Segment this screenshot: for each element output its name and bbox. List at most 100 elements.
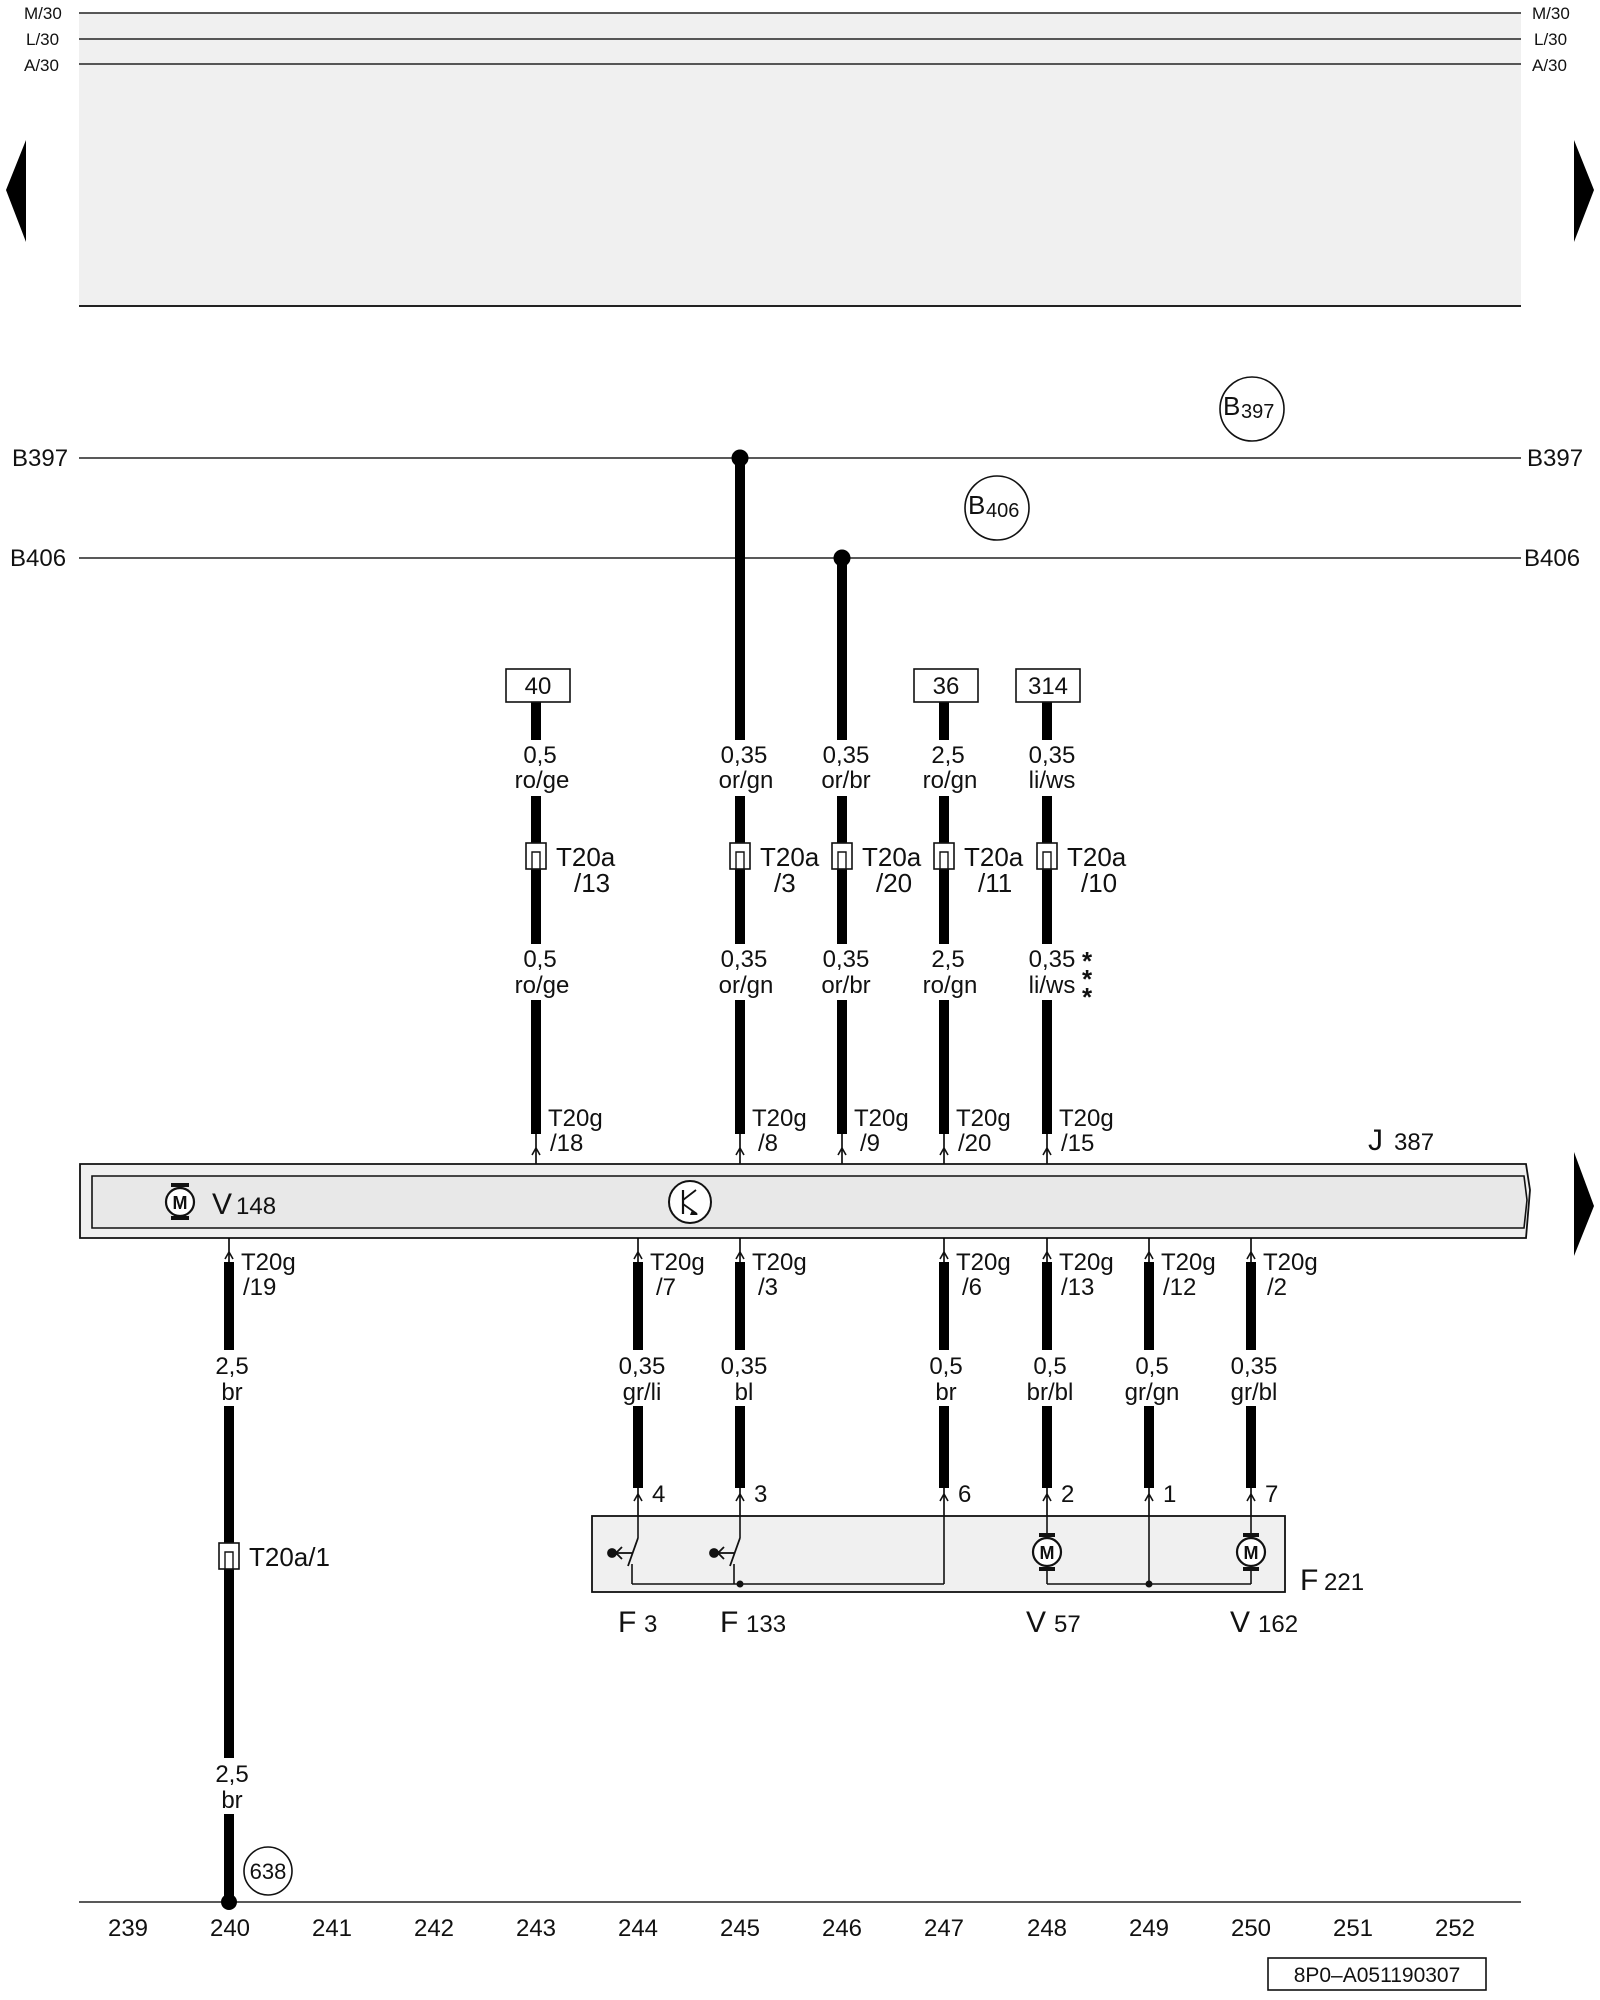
arrow-left-icon[interactable] [6, 140, 26, 242]
svg-text:6: 6 [958, 1481, 971, 1508]
ground-junction-dot [221, 1894, 237, 1910]
rail-label-m30-left: M/30 [24, 4, 62, 23]
svg-text:57: 57 [1054, 1611, 1081, 1638]
svg-text:0,35: 0,35 [823, 742, 870, 769]
b-rails: B397 B397 B406 B406 B 397 B 406 [10, 376, 1583, 572]
svg-text:406: 406 [986, 500, 1019, 522]
svg-text:246: 246 [822, 1915, 862, 1942]
lower-pin-labels: T20g /19 T20g /7 T20g /3 T20g /6 T20g /1… [241, 1249, 1318, 1301]
track-numbers: 239 240 241 242 243 244 245 246 247 248 … [108, 1915, 1475, 1942]
svg-text:243: 243 [516, 1915, 556, 1942]
svg-text:T20g: T20g [650, 1249, 705, 1276]
svg-text:M: M [1244, 1543, 1259, 1563]
b406-connection-circle: B 406 [964, 475, 1030, 541]
svg-text:0,5: 0,5 [523, 946, 556, 973]
rail-area-background [79, 13, 1521, 306]
svg-text:0,35: 0,35 [721, 1353, 768, 1380]
svg-text:/3: /3 [758, 1274, 778, 1301]
svg-text:0,35: 0,35 [1029, 742, 1076, 769]
rail-label-m30-right: M/30 [1532, 4, 1570, 23]
motor-icon: M [1031, 1533, 1063, 1571]
motor-icon: M [1235, 1533, 1267, 1571]
switch-icon [607, 1537, 639, 1567]
svg-text:2,5: 2,5 [215, 1353, 248, 1380]
wire-ref-box-36: 36 [913, 668, 979, 703]
rail-label-b406-left: B406 [10, 545, 66, 572]
svg-text:gr/gn: gr/gn [1125, 1379, 1180, 1406]
document-id-box: 8P0–A051190307 [1267, 1957, 1487, 1991]
svg-text:2: 2 [1061, 1481, 1074, 1508]
svg-text:or/br: or/br [821, 972, 870, 999]
svg-text:T20g: T20g [956, 1105, 1011, 1132]
svg-text:ro/gn: ro/gn [923, 972, 978, 999]
rail-label-a30-left: A/30 [24, 56, 59, 75]
svg-text:0,5: 0,5 [1135, 1353, 1168, 1380]
door-lock-unit-f221[interactable] [591, 1515, 1286, 1593]
svg-text:/18: /18 [550, 1130, 583, 1157]
svg-text:245: 245 [720, 1915, 760, 1942]
terminal-numbers: 4 3 6 2 1 7 [652, 1481, 1278, 1508]
annotation-stars: * * * [1082, 946, 1093, 1012]
svg-text:T20g: T20g [548, 1105, 603, 1132]
svg-text:T20a: T20a [964, 842, 1024, 872]
label-gaps-lower [203, 1350, 1277, 1814]
junction-dot [833, 549, 851, 567]
svg-text:247: 247 [924, 1915, 964, 1942]
rail-label-b397-left: B397 [12, 445, 68, 472]
svg-text:/8: /8 [758, 1130, 778, 1157]
arrow-right-icon[interactable] [1574, 1152, 1594, 1256]
svg-text:7: 7 [1265, 1481, 1278, 1508]
top-rails: M/30 L/30 A/30 M/30 L/30 A/30 [24, 4, 1570, 307]
junction-dot [731, 449, 749, 467]
svg-text:F: F [1300, 1564, 1318, 1597]
svg-text:0,5: 0,5 [929, 1353, 962, 1380]
ground-connector-label: T20a/1 [249, 1542, 330, 1572]
svg-text:T20a: T20a [556, 842, 616, 872]
label-gaps [510, 740, 1073, 1164]
svg-text:V: V [1230, 1606, 1250, 1639]
svg-text:4: 4 [652, 1481, 665, 1508]
v148-label: V 148 [212, 1188, 276, 1221]
svg-text:/11: /11 [978, 868, 1012, 898]
svg-text:/7: /7 [656, 1274, 676, 1301]
wire-ref-box-314: 314 [1015, 668, 1081, 703]
svg-text:248: 248 [1027, 1915, 1067, 1942]
svg-text:bl: bl [735, 1379, 754, 1406]
svg-text:J: J [1368, 1124, 1383, 1157]
svg-text:252: 252 [1435, 1915, 1475, 1942]
arrow-right-icon[interactable] [1574, 140, 1594, 242]
svg-text:li/ws: li/ws [1029, 767, 1076, 794]
svg-text:T20g: T20g [752, 1105, 807, 1132]
svg-text:B: B [1223, 391, 1240, 421]
svg-text:F: F [618, 1606, 636, 1639]
svg-text:br: br [221, 1787, 242, 1814]
svg-text:T20g: T20g [1263, 1249, 1318, 1276]
svg-text:ro/ge: ro/ge [515, 972, 570, 999]
junction-dot [736, 1580, 744, 1588]
svg-text:0,35: 0,35 [721, 742, 768, 769]
svg-text:gr/li: gr/li [623, 1379, 662, 1406]
svg-text:249: 249 [1129, 1915, 1169, 1942]
motor-icon: M [164, 1183, 196, 1220]
svg-text:387: 387 [1394, 1129, 1434, 1156]
svg-text:/15: /15 [1061, 1130, 1094, 1157]
control-unit-j387[interactable] [79, 1163, 1531, 1239]
svg-text:314: 314 [1028, 673, 1068, 700]
upper-wire-labels: 0,5 ro/ge 0,5 ro/ge 0,35 or/gn 0,35 or/g… [515, 742, 1076, 999]
svg-text:2,5: 2,5 [931, 946, 964, 973]
svg-text:ro/gn: ro/gn [923, 767, 978, 794]
svg-text:250: 250 [1231, 1915, 1271, 1942]
svg-text:*: * [1082, 964, 1093, 994]
svg-text:0,35: 0,35 [1231, 1353, 1278, 1380]
f221-label: F 221 [1300, 1564, 1364, 1597]
svg-text:M: M [1040, 1543, 1055, 1563]
svg-text:or/gn: or/gn [719, 767, 774, 794]
svg-text:/19: /19 [243, 1274, 276, 1301]
svg-text:li/ws: li/ws [1029, 972, 1076, 999]
svg-text:T20g: T20g [752, 1249, 807, 1276]
svg-text:or/br: or/br [821, 767, 870, 794]
svg-text:221: 221 [1324, 1569, 1364, 1596]
b397-connection-circle: B 397 [1219, 376, 1285, 442]
v162-label: V 162 [1230, 1606, 1298, 1639]
svg-text:/13: /13 [1061, 1274, 1094, 1301]
